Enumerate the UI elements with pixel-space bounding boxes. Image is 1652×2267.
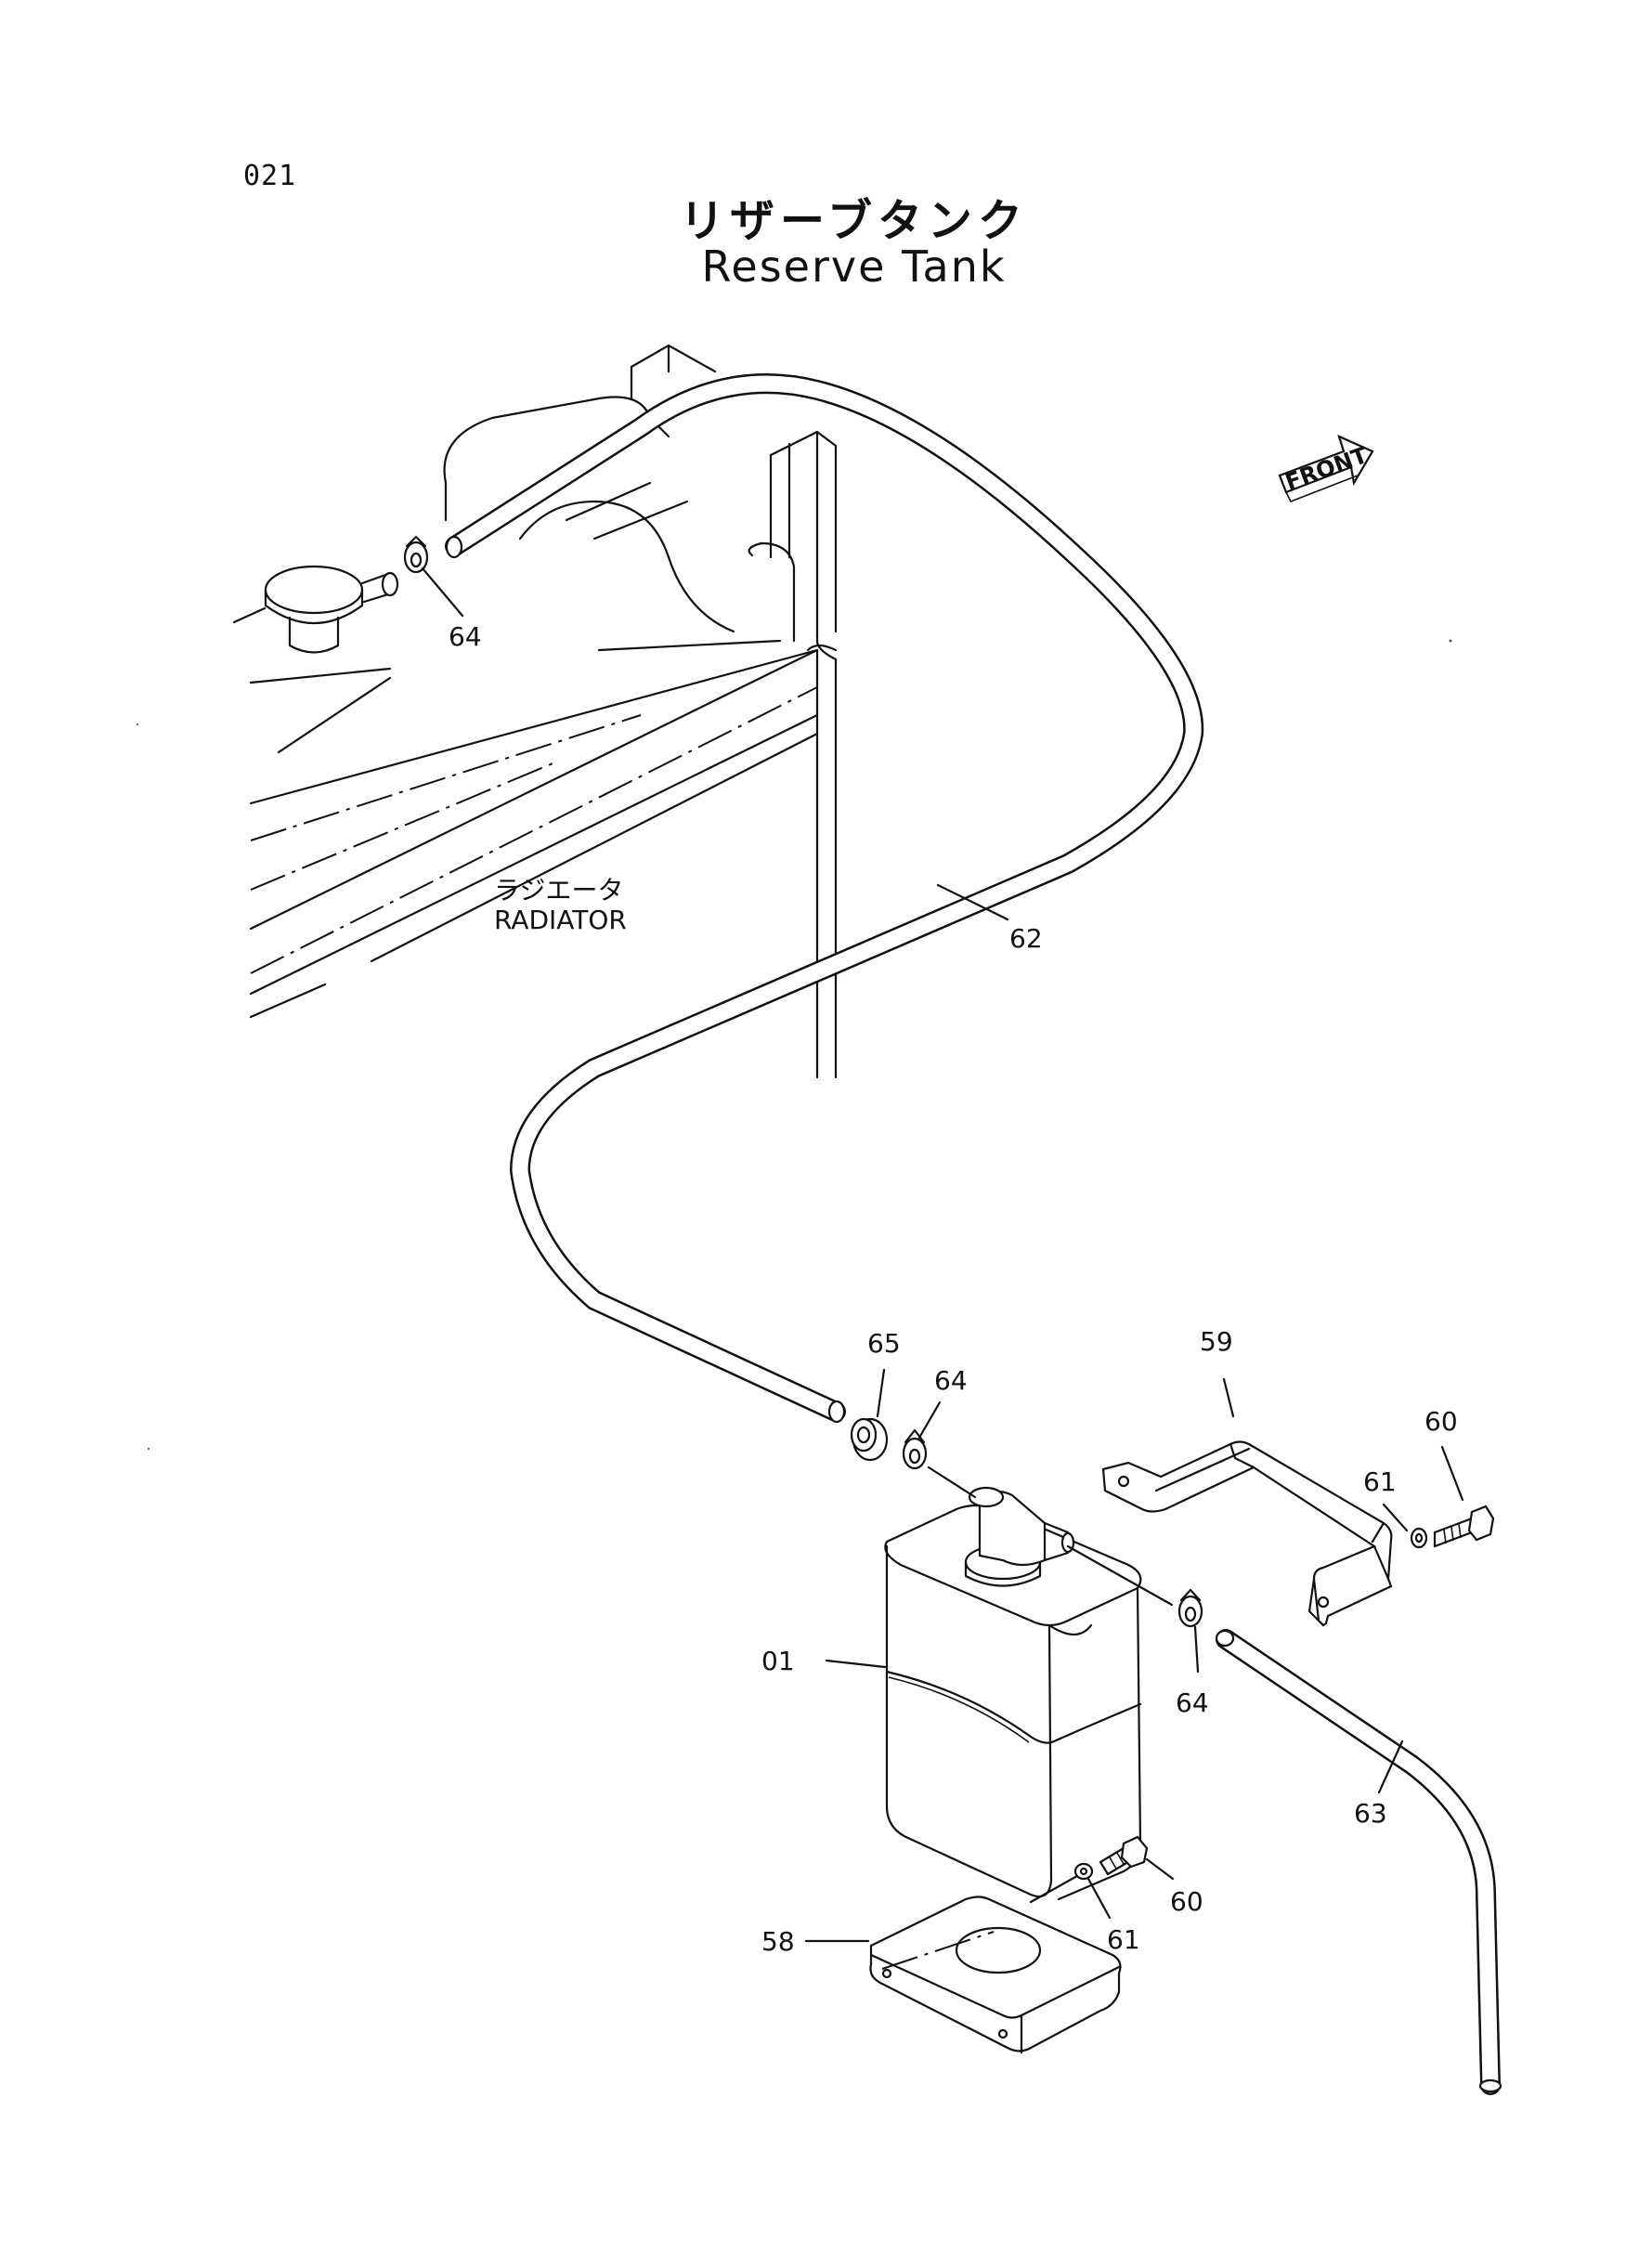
callout-01: 01 xyxy=(761,1646,795,1676)
radiator-label-japanese: ラジエータ xyxy=(494,875,623,905)
scan-speck xyxy=(147,1447,150,1451)
callout-62: 62 xyxy=(1009,923,1043,954)
hose-clamp-64-top xyxy=(403,535,429,574)
washer-61-top xyxy=(1410,1527,1428,1549)
tank-bracket-59 xyxy=(1101,1440,1393,1627)
overflow-hose-62 xyxy=(445,373,1204,1424)
callout-65: 65 xyxy=(867,1328,901,1359)
radiator-label-english: RADIATOR xyxy=(494,905,627,935)
callout-60-top: 60 xyxy=(1424,1406,1458,1437)
callout-63: 63 xyxy=(1354,1798,1387,1829)
drain-hose-63 xyxy=(1215,1629,1502,2095)
tank-base-58 xyxy=(869,1874,1122,2054)
radiator xyxy=(232,344,838,1079)
callout-58: 58 xyxy=(761,1926,795,1957)
callout-64-bottom: 64 xyxy=(1176,1687,1209,1718)
reserve-tank-01 xyxy=(884,1466,1174,1901)
page-title-japanese: リザーブタンク xyxy=(679,195,1029,247)
leader-lines xyxy=(421,567,1464,1943)
page-title-english: Reserve Tank xyxy=(701,241,1007,292)
callout-61-top: 61 xyxy=(1363,1466,1397,1497)
page-number: 021 xyxy=(243,160,297,192)
callout-64-middle: 64 xyxy=(934,1365,968,1396)
front-direction-arrow: FRONT xyxy=(1278,435,1374,503)
callout-61-bottom: 61 xyxy=(1107,1924,1140,1955)
callout-64-top: 64 xyxy=(449,621,482,652)
hose-clamp-64-middle xyxy=(902,1428,928,1470)
callout-60-bottom: 60 xyxy=(1170,1886,1203,1917)
scan-speck xyxy=(1449,639,1452,643)
hose-clamp-64-bottom xyxy=(1177,1588,1203,1628)
scan-speck xyxy=(136,723,139,726)
callout-59: 59 xyxy=(1200,1326,1233,1357)
washer-61-bottom xyxy=(1073,1862,1094,1881)
hose-sleeve-65 xyxy=(850,1417,889,1462)
bolt-60-top xyxy=(1433,1505,1495,1548)
bolt-60-bottom xyxy=(1099,1835,1149,1876)
